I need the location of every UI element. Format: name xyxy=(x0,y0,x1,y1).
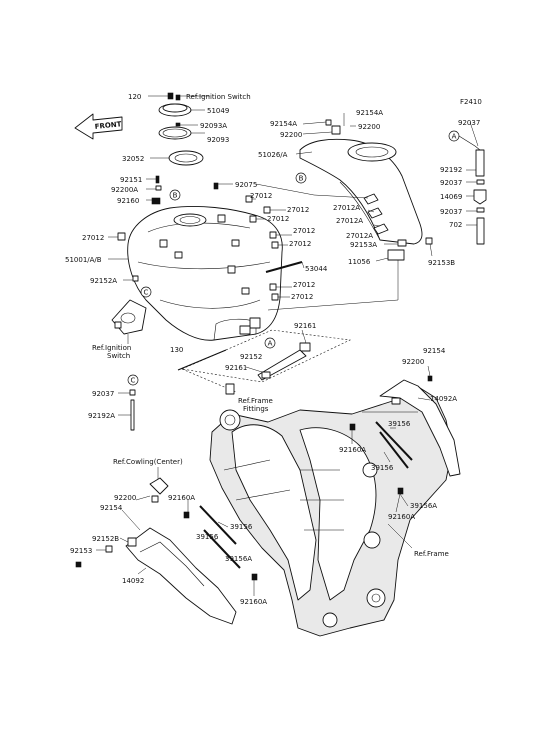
label-ref-frame-fittings-1: Ref.Frame xyxy=(238,397,273,405)
label-ref-frame: Ref.Frame xyxy=(414,550,449,558)
label-92200-left: 92200 xyxy=(114,494,136,502)
front-arrow-label: FRONT xyxy=(94,120,122,131)
callout-a-below-tank: A xyxy=(264,337,276,349)
label-39156a-l: 39156A xyxy=(225,555,252,563)
label-27012-3: 27012 xyxy=(267,215,289,223)
label-51001: 51001/A/B xyxy=(65,256,102,264)
motorcycle-frame xyxy=(209,387,453,637)
bolt-120-icon xyxy=(167,92,174,100)
label-92151: 92151 xyxy=(120,176,142,184)
svg-text:C: C xyxy=(131,377,136,385)
figure-code: F2410 xyxy=(460,98,482,106)
callout-a-hose: A xyxy=(448,130,460,142)
label-ref-ignition-switch-bottom-1: Ref.Ignition xyxy=(92,344,131,352)
label-ref-cowling-center: Ref.Cowling(Center) xyxy=(113,458,183,466)
label-27012-6: 27012 xyxy=(293,281,315,289)
fuel-cap-assembly xyxy=(158,92,204,166)
label-ref-ignition-switch-bottom-2: Switch xyxy=(107,352,130,360)
label-27012a-3: 27012A xyxy=(346,232,373,240)
label-92153: 92153 xyxy=(70,547,92,555)
cap-32052-icon xyxy=(168,150,204,166)
label-27012-4: 27012 xyxy=(293,227,315,235)
label-702: 702 xyxy=(449,221,462,229)
label-14092: 14092 xyxy=(122,577,144,585)
svg-text:B: B xyxy=(299,175,304,183)
label-39156-r1: 39156 xyxy=(388,420,411,428)
label-92153b: 92153B xyxy=(428,259,455,267)
label-39156-r2: 39156 xyxy=(371,464,394,472)
label-120: 120 xyxy=(128,93,141,101)
label-ref-ignition-switch-top: Ref.Ignition Switch xyxy=(186,93,251,101)
callout-c-left: C xyxy=(140,286,152,298)
label-92160: 92160 xyxy=(117,197,139,205)
svg-text:A: A xyxy=(268,340,273,348)
label-92200-frame: 92200 xyxy=(402,358,424,366)
svg-text:C: C xyxy=(144,289,149,297)
label-39156-l2: 39156 xyxy=(196,533,219,541)
label-14092a: 14092A xyxy=(430,395,457,403)
label-92160a-l: 92160A xyxy=(168,494,195,502)
label-92152: 92152 xyxy=(240,353,262,361)
svg-text:A: A xyxy=(452,133,457,141)
label-92093a: 92093A xyxy=(200,122,227,130)
callout-b-cover: B xyxy=(295,172,307,184)
label-92154a-right: 92154A xyxy=(356,109,383,117)
label-27012-1: 27012 xyxy=(250,192,272,200)
label-51049: 51049 xyxy=(207,107,229,115)
label-130: 130 xyxy=(170,346,183,354)
label-92154a-top: 92154A xyxy=(270,120,297,128)
label-92075: 92075 xyxy=(235,181,257,189)
label-27012-5: 27012 xyxy=(289,240,311,248)
label-92161-a: 92161 xyxy=(294,322,316,330)
label-39156-l1: 39156 xyxy=(230,523,253,531)
callout-b-left: B xyxy=(169,189,181,201)
label-92160a-r2: 92160A xyxy=(388,513,415,521)
label-51026: 51026/A xyxy=(258,151,288,159)
label-92037-mid: 92037 xyxy=(440,179,462,187)
label-92037-left: 92037 xyxy=(92,390,114,398)
label-92200-top: 92200 xyxy=(280,131,302,139)
label-92192: 92192 xyxy=(440,166,462,174)
frame-cover-right xyxy=(379,379,461,477)
ignition-switch-bracket xyxy=(111,299,147,335)
label-27012a-2: 27012A xyxy=(336,217,363,225)
label-92192a: 92192A xyxy=(88,412,115,420)
label-92200a: 92200A xyxy=(111,186,138,194)
label-92154-left: 92154 xyxy=(100,504,123,512)
frame-cover-left xyxy=(105,527,237,625)
label-27012-7: 27012 xyxy=(291,293,313,301)
label-27012a-1: 27012A xyxy=(333,204,360,212)
label-11056: 11056 xyxy=(348,258,371,266)
label-92200-right: 92200 xyxy=(358,123,380,131)
front-arrow-icon: FRONT xyxy=(74,113,123,140)
callout-c-rod: C xyxy=(127,374,139,386)
label-92161-b: 92161 xyxy=(225,364,247,372)
label-92037-top: 92037 xyxy=(458,119,480,127)
label-92037-low: 92037 xyxy=(440,208,462,216)
label-92093: 92093 xyxy=(207,136,229,144)
label-92160a-r: 92160A xyxy=(339,446,366,454)
label-32052: 32052 xyxy=(122,155,144,163)
label-14069: 14069 xyxy=(440,193,462,201)
fuel-tank xyxy=(127,206,283,341)
label-39156a-r: 39156A xyxy=(410,502,437,510)
label-53044: 53044 xyxy=(305,265,328,273)
label-92154-right: 92154 xyxy=(423,347,446,355)
label-ref-frame-fittings-2: Fittings xyxy=(243,405,269,413)
label-92152b: 92152B xyxy=(92,535,119,543)
label-92160a-bottom: 92160A xyxy=(240,598,267,606)
tank-cover xyxy=(299,119,433,261)
label-27012-2: 27012 xyxy=(287,206,309,214)
label-92153a: 92153A xyxy=(350,241,377,249)
label-92152a: 92152A xyxy=(90,277,117,285)
label-27012-left: 27012 xyxy=(82,234,104,242)
svg-text:B: B xyxy=(173,192,178,200)
